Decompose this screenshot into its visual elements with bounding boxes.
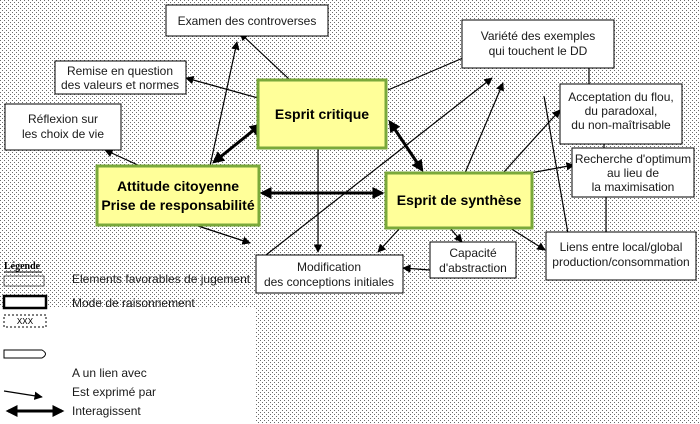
legend-elements-label: Elements favorables de jugement [72,272,251,286]
legend-lien-label: A un lien avec [72,366,147,380]
legend-mode-label: Mode de raisonnement [72,296,195,310]
node-capacite: Capacité d'abstraction [429,241,517,279]
node-acceptation-line3: du non-maîtrisable [571,118,671,132]
legend-swatch-arrow [3,390,43,400]
node-remise: Remise en question des valeurs et normes [54,60,187,95]
node-modification-line1: Modification [297,260,361,274]
node-examen: Examen des controverses [165,4,329,37]
node-esprit-synthese: Esprit de synthèse [384,171,534,230]
node-variete-line1: Variété des exemples [481,29,596,43]
node-attitude-line2: Prise de responsabilité [101,197,254,213]
node-recherche-line3: la maximisation [592,180,675,194]
node-liens-line1: Liens entre local/global [560,240,683,254]
node-variete-line2: qui touchent le DD [489,44,588,58]
legend-title: Légende [4,261,41,272]
node-reflexion: Réflexion sur les choix de vie [4,103,122,151]
node-recherche-line2: au lieu de [607,166,659,180]
node-recherche-line1: Recherche d'optimum [575,152,691,166]
node-remise-line2: des valeurs et normes [61,78,179,92]
legend-swatch-xxx-box [3,314,47,328]
node-capacite-line2: d'abstraction [439,261,507,275]
node-remise-line1: Remise en question [67,64,173,78]
node-modification-line2: des conceptions initiales [264,275,394,289]
node-esprit-critique: Esprit critique [256,78,388,150]
node-esprit-synthese-label: Esprit de synthèse [397,192,522,208]
node-recherche: Recherche d'optimum au lieu de la maximi… [571,147,695,198]
node-capacite-line1: Capacité [449,246,497,260]
legend-interagissent-label: Interagissent [72,404,141,418]
node-reflexion-line2: les choix de vie [22,127,104,141]
legend: Légende Elements favorables de jugement … [2,261,251,418]
node-variete: Variété des exemples qui touchent le DD [461,19,615,69]
node-reflexion-line1: Réflexion sur [28,112,98,126]
node-acceptation-line2: du paradoxal, [585,104,658,118]
legend-exprime-label: Est exprimé par [72,385,156,399]
node-acceptation: Acceptation du flou, du paradoxal, du no… [559,83,683,145]
node-modification: Modification des conceptions initiales [255,254,404,294]
node-attitude-line1: Attitude citoyenne [117,178,239,194]
node-liens-line2: production/consommation [552,255,689,269]
legend-swatch-link [3,349,46,359]
legend-xxx-label: XXX [17,317,34,327]
node-liens: Liens entre local/global production/cons… [545,231,697,281]
legend-swatch-bold-box [2,294,48,310]
legend-swatch-dotted [3,275,45,287]
interaction-arrows [212,120,424,199]
node-acceptation-line1: Acceptation du flou, [568,90,673,104]
node-examen-label: Examen des controverses [178,14,317,28]
node-attitude-citoyenne: Attitude citoyenne Prise de responsabili… [95,164,261,227]
dotted-background-lower [256,308,700,424]
node-esprit-critique-label: Esprit critique [275,106,369,122]
